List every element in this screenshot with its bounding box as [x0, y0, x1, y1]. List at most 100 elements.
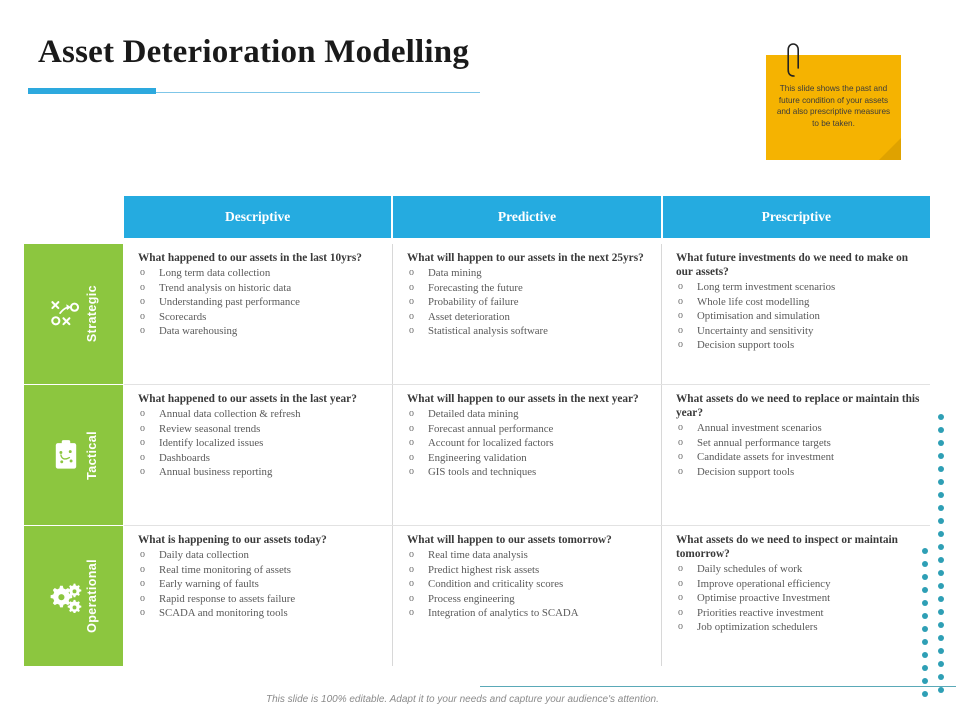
cell-bullet-list: Data mining Forecasting the future Proba…	[407, 266, 651, 339]
cell-strategic-predictive: What will happen to our assets in the ne…	[393, 244, 662, 384]
list-item: Real time data analysis	[407, 548, 651, 563]
cell-question: What is happening to our assets today?	[138, 534, 327, 546]
list-item: Improve operational efficiency	[676, 577, 920, 592]
strategy-board-icon	[50, 301, 79, 326]
list-item: Identify localized issues	[138, 436, 382, 451]
decorative-dot	[938, 648, 944, 654]
decorative-dot	[922, 600, 928, 606]
matrix-column-headers: Descriptive Predictive Prescriptive	[124, 196, 930, 238]
sticky-note: This slide shows the past and future con…	[766, 43, 901, 160]
decorative-dot	[922, 613, 928, 619]
list-item: Trend analysis on historic data	[138, 281, 382, 296]
footer-divider	[480, 686, 956, 687]
row-label-operational-text: Operational	[84, 559, 99, 633]
decorative-dot	[938, 518, 944, 524]
row-label-tactical[interactable]: Tactical	[24, 385, 123, 525]
list-item: Priorities reactive investment	[676, 606, 920, 621]
sticky-note-fold-corner	[879, 138, 901, 160]
list-item: Scorecards	[138, 310, 382, 325]
matrix-row-operational-cells: What is happening to our assets today? D…	[124, 526, 930, 666]
list-item: Uncertainty and sensitivity	[676, 324, 920, 339]
cell-bullet-list: Real time data analysis Predict highest …	[407, 548, 651, 621]
row-label-operational[interactable]: Operational	[24, 526, 123, 666]
list-item: Annual investment scenarios	[676, 421, 920, 436]
row-label-strategic[interactable]: Strategic	[24, 244, 123, 384]
list-item: Predict highest risk assets	[407, 563, 651, 578]
cell-bullet-list: Daily schedules of work Improve operatio…	[676, 562, 920, 635]
list-item: SCADA and monitoring tools	[138, 606, 382, 621]
cell-strategic-descriptive: What happened to our assets in the last …	[124, 244, 393, 384]
cell-bullet-list: Long term investment scenarios Whole lif…	[676, 280, 920, 353]
list-item: Set annual performance targets	[676, 436, 920, 451]
cell-question: What assets do we need to replace or mai…	[676, 393, 920, 419]
cell-tactical-descriptive: What happened to our assets in the last …	[124, 385, 393, 525]
decorative-dot	[938, 596, 944, 602]
list-item: Detailed data mining	[407, 407, 651, 422]
row-divider-2	[124, 525, 930, 526]
list-item: Early warning of faults	[138, 577, 382, 592]
decorative-dot	[922, 639, 928, 645]
list-item: Understanding past performance	[138, 295, 382, 310]
decorative-dot	[938, 687, 944, 693]
list-item: Account for localized factors	[407, 436, 651, 451]
row-label-strategic-text: Strategic	[84, 285, 99, 343]
column-header-prescriptive[interactable]: Prescriptive	[662, 196, 930, 238]
footer-note: This slide is 100% editable. Adapt it to…	[266, 694, 659, 705]
strategy-matrix: Descriptive Predictive Prescriptive Stra…	[24, 196, 930, 666]
list-item: Condition and criticality scores	[407, 577, 651, 592]
matrix-row-tactical-cells: What happened to our assets in the last …	[124, 385, 930, 525]
cell-bullet-list: Annual data collection & refresh Review …	[138, 407, 382, 480]
list-item: Statistical analysis software	[407, 324, 651, 339]
decorative-dot	[938, 544, 944, 550]
list-item: Long term investment scenarios	[676, 280, 920, 295]
list-item: Dashboards	[138, 451, 382, 466]
cell-question: What will happen to our assets in the ne…	[407, 393, 639, 405]
decorative-dot	[938, 466, 944, 472]
cell-bullet-list: Detailed data mining Forecast annual per…	[407, 407, 651, 480]
list-item: Forecasting the future	[407, 281, 651, 296]
matrix-row-strategic-cells: What happened to our assets in the last …	[124, 244, 930, 384]
list-item: Decision support tools	[676, 465, 920, 480]
list-item: Probability of failure	[407, 295, 651, 310]
list-item: GIS tools and techniques	[407, 465, 651, 480]
cell-question: What will happen to our assets tomorrow?	[407, 534, 612, 546]
list-item: Decision support tools	[676, 338, 920, 353]
decorative-dot	[922, 626, 928, 632]
decorative-dot	[938, 453, 944, 459]
column-header-predictive[interactable]: Predictive	[393, 196, 663, 238]
page-title: Asset Deterioration Modelling	[38, 34, 470, 70]
cell-tactical-predictive: What will happen to our assets in the ne…	[393, 385, 662, 525]
title-underline-thin	[156, 92, 480, 93]
decorative-dot	[938, 531, 944, 537]
decorative-dot	[922, 652, 928, 658]
clipboard-icon	[55, 440, 76, 469]
cell-strategic-prescriptive: What future investments do we need to ma…	[662, 244, 930, 384]
cell-operational-descriptive: What is happening to our assets today? D…	[124, 526, 393, 666]
decorative-dot	[938, 570, 944, 576]
decorative-dot	[938, 427, 944, 433]
decorative-dot	[922, 665, 928, 671]
decorative-dot	[938, 492, 944, 498]
decorative-dot	[938, 505, 944, 511]
cell-tactical-prescriptive: What assets do we need to replace or mai…	[662, 385, 930, 525]
cell-question: What happened to our assets in the last …	[138, 252, 362, 264]
gears-icon	[50, 583, 81, 613]
decorative-dot	[938, 674, 944, 680]
list-item: Integration of analytics to SCADA	[407, 606, 651, 621]
list-item: Review seasonal trends	[138, 422, 382, 437]
list-item: Engineering validation	[407, 451, 651, 466]
column-header-descriptive[interactable]: Descriptive	[124, 196, 394, 238]
title-underline	[28, 88, 480, 94]
cell-question: What happened to our assets in the last …	[138, 393, 357, 405]
matrix-row-strategic: Strategic What happened to our assets in…	[24, 244, 930, 384]
list-item: Data warehousing	[138, 324, 382, 339]
row-label-tactical-text: Tactical	[84, 430, 99, 480]
decorative-dot	[922, 548, 928, 554]
list-item: Candidate assets for investment	[676, 450, 920, 465]
decorative-dot	[922, 574, 928, 580]
decorative-dot-column-right	[938, 414, 944, 694]
cell-question: What will happen to our assets in the ne…	[407, 252, 644, 264]
list-item: Job optimization schedulers	[676, 620, 920, 635]
cell-question: What assets do we need to inspect or mai…	[676, 534, 898, 560]
list-item: Process engineering	[407, 592, 651, 607]
